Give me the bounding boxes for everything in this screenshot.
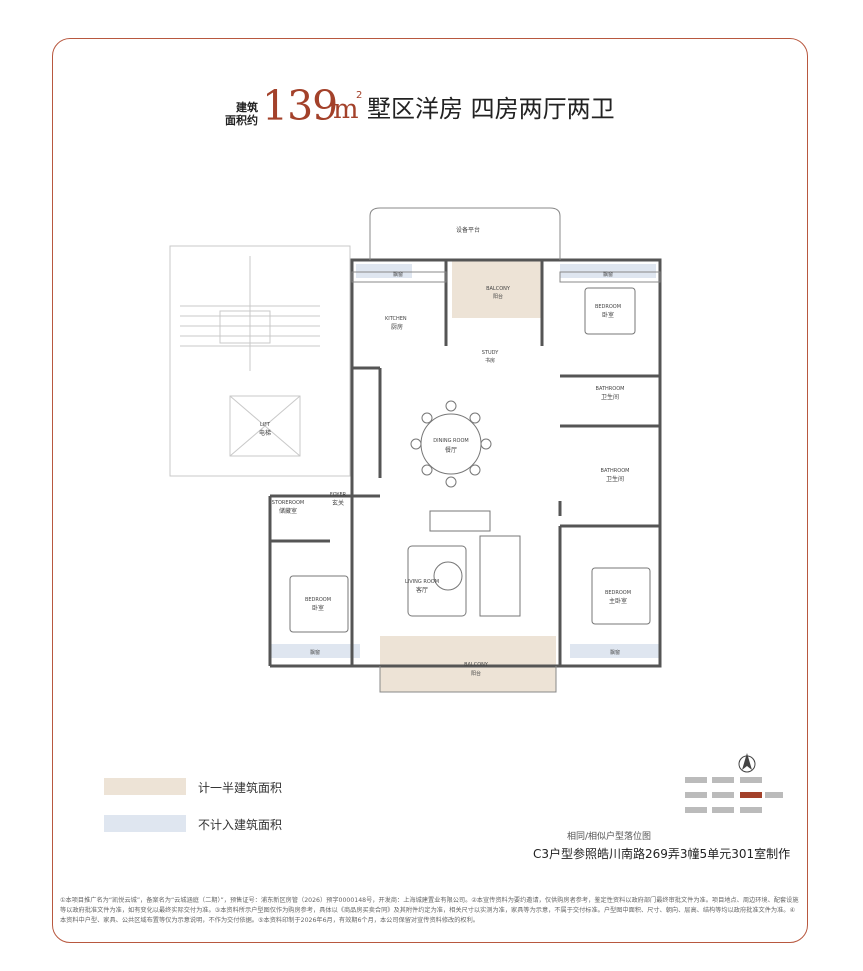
kitchen-label-cn: 厨房 [391, 323, 403, 331]
area-label-line2: 面积约 [225, 114, 258, 127]
legend-swatch-none [104, 815, 186, 832]
foyer-label-cn: 玄关 [332, 499, 344, 507]
balcony-top-label-cn: 阳台 [493, 293, 503, 300]
bedroom-ne-label-en: BEDROOM [595, 304, 621, 310]
disclaimer: ①本项目推广名为“凯悦云城”，备案名为“云城涵庭（二期）”，预售证号：浦东新区房… [60, 897, 799, 924]
legend-swatch-half [104, 778, 186, 795]
storeroom-label-en: STOREROOM [272, 500, 304, 506]
living-label-cn: 客厅 [416, 586, 428, 594]
bay-window-fill-sw [270, 644, 360, 658]
living-furniture [407, 510, 521, 617]
north-arrow-icon [738, 753, 756, 773]
bedroom-ne-label-cn: 卧室 [602, 311, 614, 319]
master-label-en: BEDROOM [605, 590, 631, 596]
walls [268, 258, 662, 668]
page-frame [52, 38, 808, 943]
balcony-bottom-label-en: BALCONY [464, 662, 489, 668]
area-value: 139 [262, 82, 338, 130]
bathroom-1-label-en: BATHROOM [596, 386, 625, 392]
area-unit-sup: 2 [356, 90, 363, 101]
dining-label-cn: 餐厅 [445, 446, 457, 454]
stair-core [169, 245, 351, 477]
bay-window-fill-ne [560, 264, 656, 278]
site-note: 相同/相似户型落位图 [567, 832, 652, 842]
dining-label-en: DINING ROOM [433, 438, 468, 444]
unit-caption: C3户型参照皓川南路269弄3幢5单元301室制作 [533, 847, 791, 861]
bathroom-2-label-cn: 卫生间 [606, 475, 624, 483]
storeroom-label-cn: 储藏室 [279, 507, 297, 515]
balcony-bottom-label-cn: 阳台 [471, 670, 481, 677]
bay-window-label-sw: 飘窗 [310, 649, 320, 656]
master-label-cn: 主卧室 [609, 597, 627, 605]
bay-window-label-ne: 飘窗 [603, 271, 613, 278]
legend-label-none: 不计入建筑面积 [198, 818, 283, 832]
bathroom-1-label-cn: 卫生间 [601, 393, 619, 401]
lift-label-en: LIFT [260, 422, 271, 428]
bay-window-label-se: 飘窗 [610, 649, 620, 656]
dining-table [410, 400, 492, 488]
kitchen-label-en: KITCHEN [385, 316, 407, 322]
lift-label-cn: 电梯 [259, 429, 271, 437]
bedroom-sw-label-en: BEDROOM [305, 597, 331, 603]
study-label-cn: 书房 [485, 357, 495, 364]
legend-label-half: 计一半建筑面积 [198, 781, 283, 795]
area-label-line1: 建筑 [236, 101, 258, 114]
header: 建筑 面积约 139 m 2 墅区洋房 四房两厅两卫 [224, 80, 684, 136]
bedroom-sw-label-cn: 卧室 [312, 604, 324, 612]
living-label-en: LIVING ROOM [405, 579, 439, 585]
study-label-en: STUDY [482, 350, 499, 356]
site-plan-icon [685, 777, 783, 813]
bay-window-label-kitchen: 飘窗 [393, 271, 403, 278]
bay-window-fill-se [570, 644, 660, 658]
floor-plan: LIFT 电梯 [169, 207, 662, 693]
beds [289, 287, 651, 633]
thin-walls [351, 207, 661, 693]
page-title: 墅区洋房 四房两厅两卫 [367, 95, 615, 123]
bathroom-2-label-en: BATHROOM [601, 468, 630, 474]
bay-window-fill-kitchen [356, 264, 412, 278]
balcony-top-fill [452, 260, 542, 318]
foyer-label-en: FOYER [330, 492, 347, 498]
area-unit: m [333, 94, 359, 125]
area-label: 建筑 面积约 [224, 101, 258, 127]
balcony-top-label-en: BALCONY [486, 286, 511, 292]
balcony-bottom-fill [380, 636, 556, 692]
equipment-platform-label: 设备平台 [456, 226, 480, 234]
